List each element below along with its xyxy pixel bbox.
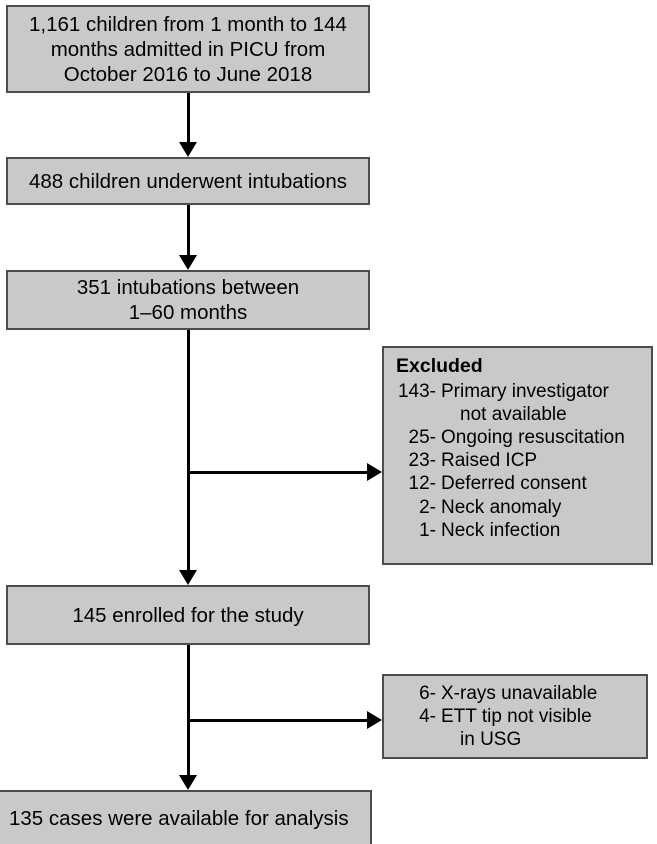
node-dropped-reasons: 6- X-rays unavailable 4- ETT tip not vis… [382, 674, 648, 759]
node-admitted-cohort-line-3: October 2016 to June 2018 [63, 62, 313, 86]
dropped-item-row: 6- X-rays unavailable [390, 682, 640, 705]
excluded-item-row: 2- Neck anomaly [390, 496, 645, 519]
connector-arrowhead-cohort-to-intubated [179, 142, 197, 157]
node-admitted-cohort-line-2: months admitted in PICU from [50, 37, 326, 61]
excluded-item-label: Neck infection [441, 519, 561, 541]
node-intubations-age-range: 351 intubations between 1–60 months [6, 270, 370, 330]
connector-arrowhead-agerange-to-enrolled [179, 570, 197, 585]
node-admitted-cohort: 1,161 children from 1 month to 144 month… [6, 5, 370, 93]
excluded-item-count: 12- [408, 473, 436, 495]
connector-line-branch-to-excluded [188, 471, 368, 474]
connector-arrowhead-branch-to-excluded [367, 463, 382, 481]
node-cases-available-for-analysis: 135 cases were available for analysis [0, 790, 372, 844]
excluded-item-count: 25- [408, 427, 436, 449]
excluded-item-count: 2- [419, 496, 436, 518]
node-underwent-intubations: 488 children underwent intubations [6, 157, 370, 205]
connector-arrowhead-enrolled-to-analysis [179, 775, 197, 790]
excluded-item-label: Deferred consent [441, 473, 587, 495]
excluded-item-row: 1- Neck infection [390, 519, 645, 542]
excluded-item-row: 23- Raised ICP [390, 449, 645, 472]
connector-arrowhead-branch-to-dropped [367, 711, 382, 729]
node-underwent-intubations-line-1: 488 children underwent intubations [29, 169, 347, 193]
node-intubations-age-range-line-1: 351 intubations between [76, 276, 300, 299]
connector-line-agerange-to-enrolled [187, 330, 190, 570]
dropped-item-label-text: ETT tip not visible [441, 705, 592, 727]
excluded-item-label: Neck anomaly [441, 496, 562, 518]
excluded-item-count: 143- [397, 380, 436, 402]
dropped-item-count: 6- [419, 682, 436, 704]
dropped-item-count: 4- [419, 705, 436, 727]
node-admitted-cohort-line-1: 1,161 children from 1 month to 144 [29, 12, 347, 36]
connector-line-enrolled-to-analysis [187, 645, 190, 776]
connector-line-branch-to-dropped [188, 719, 368, 722]
excluded-item-label-text: Primary investigator [441, 380, 609, 402]
excluded-item-row: 25- Ongoing resuscitation [390, 426, 645, 449]
excluded-item-label: Raised ICP [441, 450, 538, 472]
excluded-item-count: 1- [419, 519, 436, 541]
dropped-item-label: X-rays unavailable [441, 682, 598, 704]
node-enrolled-for-study-line-1: 145 enrolled for the study [72, 603, 304, 627]
excluded-item-row: 12- Deferred consent [390, 472, 645, 495]
node-intubations-age-range-line-2: 1–60 months [128, 301, 248, 324]
node-cases-available-for-analysis-line-1: 135 cases were available for analysis [9, 806, 349, 830]
node-enrolled-for-study: 145 enrolled for the study [6, 585, 370, 645]
excluded-title: Excluded [396, 355, 483, 377]
excluded-item-label-continuation: not available [460, 403, 567, 425]
excluded-item-label: Ongoing resuscitation [441, 427, 625, 449]
connector-line-cohort-to-intubated [187, 93, 190, 143]
connector-line-intubated-to-agerange [187, 205, 190, 255]
excluded-item-count: 23- [408, 450, 436, 472]
connector-arrowhead-intubated-to-agerange [179, 255, 197, 270]
dropped-item-label-continuation: in USG [460, 729, 522, 751]
